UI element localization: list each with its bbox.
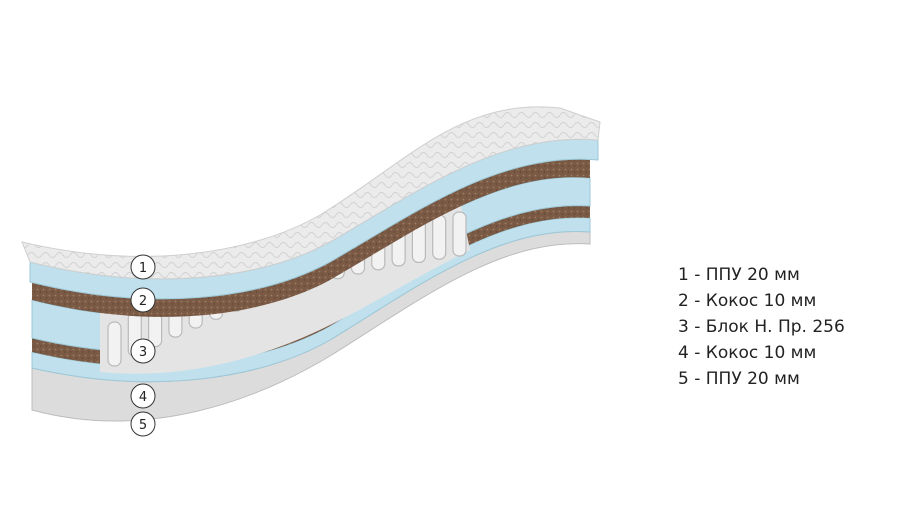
layer-marker-4: 4 — [130, 383, 156, 409]
legend-item-4: 4 - Кокос 10 мм — [678, 343, 817, 363]
layer-marker-2: 2 — [130, 287, 156, 313]
spring-coil — [432, 214, 447, 260]
svg-text:4: 4 — [139, 390, 147, 405]
legend-item-5: 5 - ППУ 20 мм — [678, 369, 800, 389]
legend-item-1: 1 - ППУ 20 мм — [678, 265, 800, 285]
layer-marker-1: 1 — [130, 254, 156, 280]
layer-marker-5: 5 — [130, 411, 156, 437]
layer-marker-3: 3 — [130, 338, 156, 364]
coconut-layer-top — [32, 159, 590, 317]
layer-legend: 1 - ППУ 20 мм 2 - Кокос 10 мм 3 - Блок Н… — [678, 262, 845, 392]
quilted-top-cover — [21, 106, 601, 280]
spring-coil — [452, 211, 467, 257]
svg-text:1: 1 — [139, 261, 147, 276]
svg-text:5: 5 — [139, 418, 147, 433]
svg-text:3: 3 — [139, 345, 147, 360]
legend-item-2: 2 - Кокос 10 мм — [678, 291, 817, 311]
svg-text:2: 2 — [139, 294, 147, 309]
legend-item-3: 3 - Блок Н. Пр. 256 — [678, 317, 845, 337]
spring-coil — [107, 321, 122, 367]
